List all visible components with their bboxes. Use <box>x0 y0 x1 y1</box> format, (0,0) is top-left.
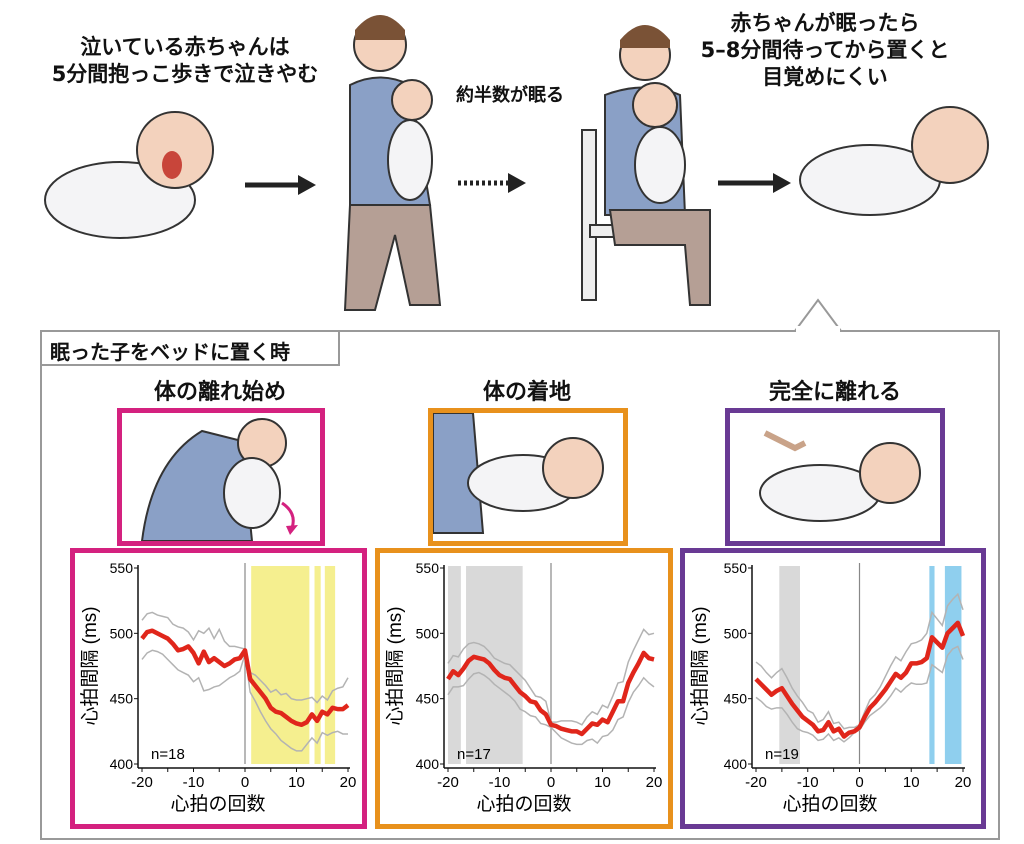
x-tick-label: 0 <box>855 774 863 791</box>
y-tick-label: 500 <box>110 625 134 641</box>
x-tick-label: 20 <box>955 774 972 791</box>
image-frame-separation-start <box>117 408 325 546</box>
x-tick-label: -20 <box>745 774 767 791</box>
landing-illustration <box>432 412 604 534</box>
significance-band <box>448 566 461 764</box>
y-axis-label: 心拍間隔 (ms) <box>79 606 101 725</box>
y-tick-label: 400 <box>110 756 134 772</box>
x-tick-label: 20 <box>646 774 663 791</box>
significance-band <box>314 566 321 764</box>
mean-line <box>140 628 350 728</box>
image-frame-landing <box>428 408 628 546</box>
panel-label: 眠った子をベッドに置く時 <box>40 330 340 366</box>
mother-walking-illustration <box>343 15 442 311</box>
y-tick-label: 500 <box>416 625 440 641</box>
y-tick-label: 450 <box>416 691 440 707</box>
separation-start-illustration <box>140 418 298 542</box>
y-tick-label: 500 <box>724 625 748 641</box>
crying-baby-illustration <box>44 111 214 239</box>
x-tick-label: 0 <box>241 774 249 791</box>
section-title-separation-start: 体の離れ始め <box>153 380 286 405</box>
significance-band <box>779 566 800 764</box>
y-tick-label: 450 <box>110 691 134 707</box>
arrow-icon <box>245 175 316 195</box>
image-frame-full-separation <box>725 408 945 546</box>
significance-band <box>251 566 310 764</box>
y-tick-label: 550 <box>110 560 134 576</box>
mother-sitting-illustration <box>581 25 711 306</box>
caption-line: 赤ちゃんが眠ったら <box>730 11 920 35</box>
y-tick-label: 550 <box>416 560 440 576</box>
caption-line: 5–8分間待ってから置くと <box>700 38 950 62</box>
section-title-landing: 体の着地 <box>482 380 571 405</box>
x-tick-label: 10 <box>903 774 920 791</box>
caption-line: 泣いている赤ちゃんは <box>80 35 290 59</box>
x-tick-label: -20 <box>131 774 153 791</box>
chart-frame-full-separation <box>680 548 986 829</box>
x-tick-label: -10 <box>489 774 511 791</box>
chart-3: 550 500 450 400 -20 -10 0 10 20 心拍の回数 心拍間隔 (ms) n=1… <box>689 560 971 815</box>
chart-frame-landing <box>375 548 673 829</box>
caption-line: 目覚めにくい <box>762 65 888 89</box>
sample-size-label: n=19 <box>765 746 799 763</box>
top-illustrations <box>44 15 989 330</box>
y-axis-label: 心拍間隔 (ms) <box>689 606 711 725</box>
callout-pointer <box>794 298 842 330</box>
arrow-icon <box>718 173 791 193</box>
y-tick-label: 450 <box>724 691 748 707</box>
caption-wait-before-laying: 赤ちゃんが眠ったら 5–8分間待ってから置くと 目覚めにくい <box>680 10 970 91</box>
sleeping-baby-illustration <box>799 106 989 216</box>
lower-ci-line <box>447 671 655 746</box>
y-axis-label: 心拍間隔 (ms) <box>384 606 406 725</box>
significance-band <box>944 566 962 764</box>
caption-line: 5分間抱っこ歩きで泣きやむ <box>51 62 319 86</box>
significance-band <box>324 566 336 764</box>
y-tick-label: 400 <box>724 756 748 772</box>
x-axis-label: 心拍の回数 <box>170 793 265 815</box>
y-tick-label: 400 <box>416 756 440 772</box>
mean-line <box>754 620 966 739</box>
full-separation-illustration <box>759 430 921 522</box>
x-tick-label: 10 <box>288 774 305 791</box>
y-tick-label: 550 <box>724 560 748 576</box>
dotted-arrow-icon <box>458 173 526 193</box>
chart-2: 550 500 450 400 -20 -10 0 10 20 心拍の回数 心拍間隔 (ms) n=1… <box>384 560 662 815</box>
x-tick-label: 0 <box>547 774 555 791</box>
x-tick-label: 10 <box>594 774 611 791</box>
x-tick-label: 20 <box>340 774 357 791</box>
mean-line <box>446 650 655 737</box>
panel-notch-cover <box>796 326 840 334</box>
section-title-full-separation: 完全に離れる <box>768 380 901 405</box>
laying-down-panel <box>40 330 1000 840</box>
x-axis-label: 心拍の回数 <box>476 793 571 815</box>
caption-half-sleep: 約半数が眠る <box>456 85 564 106</box>
sample-size-label: n=18 <box>151 746 185 763</box>
significance-band <box>466 566 523 764</box>
x-axis-label: 心拍の回数 <box>782 793 877 815</box>
sample-size-label: n=17 <box>457 746 491 763</box>
chart-1: 550 500 450 400 -20 -10 0 10 20 心拍の回数 心拍間隔 (ms) n=1… <box>79 560 356 815</box>
caption-crying-baby: 泣いている赤ちゃんは 5分間抱っこ歩きで泣きやむ <box>30 34 340 88</box>
x-tick-label: -10 <box>797 774 819 791</box>
x-tick-label: -20 <box>437 774 459 791</box>
x-tick-label: -10 <box>183 774 205 791</box>
